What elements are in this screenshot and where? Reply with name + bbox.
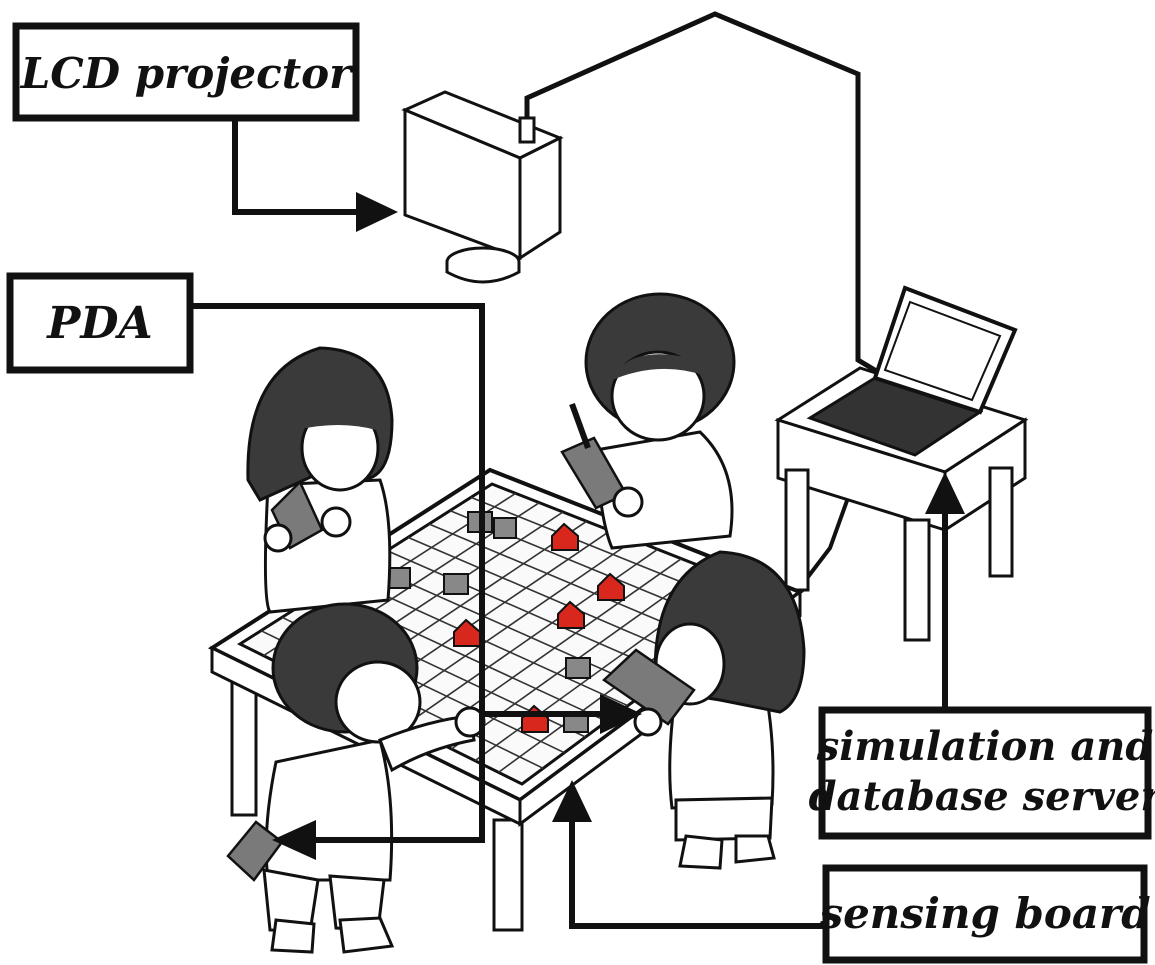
- label-lcd-projector-text: LCD projector: [20, 49, 354, 98]
- child-girl-left: [246, 346, 394, 614]
- grey-block-piece: [565, 657, 591, 679]
- label-server-line1: simulation and: [816, 723, 1154, 770]
- child-boy-center: [560, 292, 736, 550]
- label-server-line2: database server: [809, 773, 1155, 820]
- label-pda: PDA: [6, 272, 194, 374]
- child-boy-front: [226, 602, 486, 954]
- grey-block-piece: [443, 573, 469, 595]
- red-house-piece: [551, 522, 579, 551]
- label-sensing-board: sensing board: [818, 864, 1151, 964]
- label-sensing-board-text: sensing board: [818, 889, 1150, 938]
- label-server: simulation and database server: [809, 706, 1155, 840]
- label-pda-text: PDA: [45, 298, 152, 349]
- arrow-server: [925, 472, 965, 710]
- label-lcd-projector: LCD projector: [12, 22, 360, 122]
- arrow-board: [552, 780, 826, 929]
- cable-projector-laptop: [524, 11, 880, 375]
- child-girl-right: [602, 550, 806, 870]
- grey-block-piece: [493, 517, 517, 539]
- arrow-pda: [190, 303, 642, 860]
- grey-block-piece: [387, 567, 411, 589]
- red-house-piece: [597, 572, 625, 601]
- red-house-piece: [557, 600, 585, 629]
- lcd-projector-device: [401, 90, 564, 284]
- arrow-projector: [232, 118, 398, 232]
- laptop: [806, 285, 1018, 457]
